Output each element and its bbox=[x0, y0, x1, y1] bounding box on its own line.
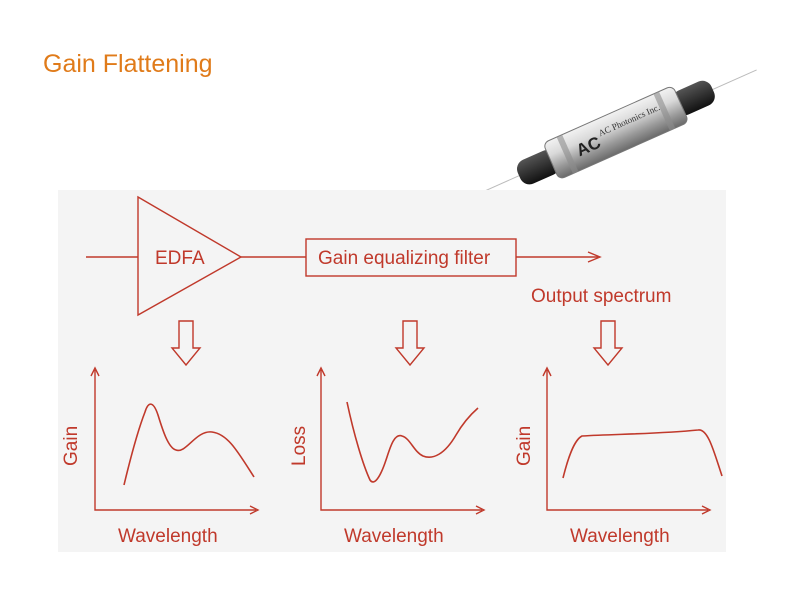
filter-label: Gain equalizing filter bbox=[318, 248, 491, 269]
plot-3-axes bbox=[546, 370, 708, 511]
plot-2-axes bbox=[320, 370, 482, 511]
down-arrow-1 bbox=[170, 320, 202, 367]
gain-flattening-diagram: EDFA Gain equalizing filter Output spect… bbox=[58, 190, 726, 552]
edfa-amplifier-triangle bbox=[137, 195, 243, 317]
gain-flattening-filter-photo: AC AC Photonics Inc. bbox=[473, 69, 757, 197]
plot-1-xlabel: Wavelength bbox=[118, 526, 218, 547]
down-arrow-3 bbox=[592, 320, 624, 367]
plot-1-y-arrow bbox=[90, 366, 100, 377]
output-arrowhead bbox=[587, 251, 602, 263]
plot-1-ylabel: Gain bbox=[61, 426, 82, 466]
plot-3-ylabel: Gain bbox=[514, 426, 535, 466]
plot-2-y-arrow bbox=[316, 366, 326, 377]
plot-3-x-arrow bbox=[701, 505, 712, 515]
plot-2-ylabel: Loss bbox=[289, 426, 310, 466]
plot-3-y-arrow bbox=[542, 366, 552, 377]
plot-1-x-arrow bbox=[249, 505, 260, 515]
slide-title: Gain Flattening bbox=[43, 50, 213, 78]
plot-2-x-arrow bbox=[475, 505, 486, 515]
down-arrow-2 bbox=[394, 320, 426, 367]
plot-3-output-curve bbox=[562, 429, 723, 479]
output-spectrum-label: Output spectrum bbox=[531, 286, 671, 307]
plot-3-xlabel: Wavelength bbox=[570, 526, 670, 547]
plot-1-gain-curve bbox=[123, 403, 255, 486]
edfa-label: EDFA bbox=[155, 248, 205, 269]
plot-2-loss-curve bbox=[346, 401, 479, 483]
plot-1-axes bbox=[94, 370, 256, 511]
plot-2-xlabel: Wavelength bbox=[344, 526, 444, 547]
